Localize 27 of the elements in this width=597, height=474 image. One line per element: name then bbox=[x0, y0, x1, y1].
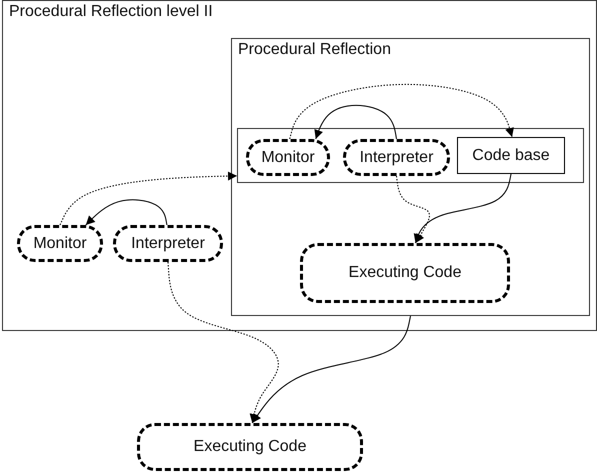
process-pill bbox=[137, 423, 363, 471]
node-label: Interpreter bbox=[131, 234, 205, 252]
arrow bbox=[396, 176, 430, 244]
process-box bbox=[457, 137, 565, 174]
process-pill bbox=[113, 225, 223, 262]
arrow bbox=[314, 104, 397, 140]
node-label: Code base bbox=[472, 146, 550, 164]
container-title: Procedural Reflection bbox=[238, 41, 391, 59]
node-label: Executing Code bbox=[348, 264, 462, 282]
process-pill bbox=[246, 139, 330, 176]
container-title: Procedural Reflection level II bbox=[9, 3, 213, 21]
arrow bbox=[252, 316, 411, 424]
process-pill bbox=[17, 225, 103, 262]
process-pill bbox=[300, 243, 510, 303]
container-box bbox=[2, 0, 597, 331]
arrow bbox=[289, 84, 514, 140]
arrow bbox=[414, 174, 512, 244]
node-label: Executing Code bbox=[194, 438, 306, 456]
arrow bbox=[60, 172, 238, 226]
process-pill bbox=[343, 139, 450, 176]
node-label: Interpreter bbox=[360, 148, 434, 166]
arrow bbox=[85, 199, 168, 226]
node-label: Monitor bbox=[33, 234, 87, 252]
group-box bbox=[237, 128, 584, 183]
arrow bbox=[168, 262, 279, 424]
container-box bbox=[231, 38, 590, 316]
node-label: Monitor bbox=[261, 148, 315, 166]
